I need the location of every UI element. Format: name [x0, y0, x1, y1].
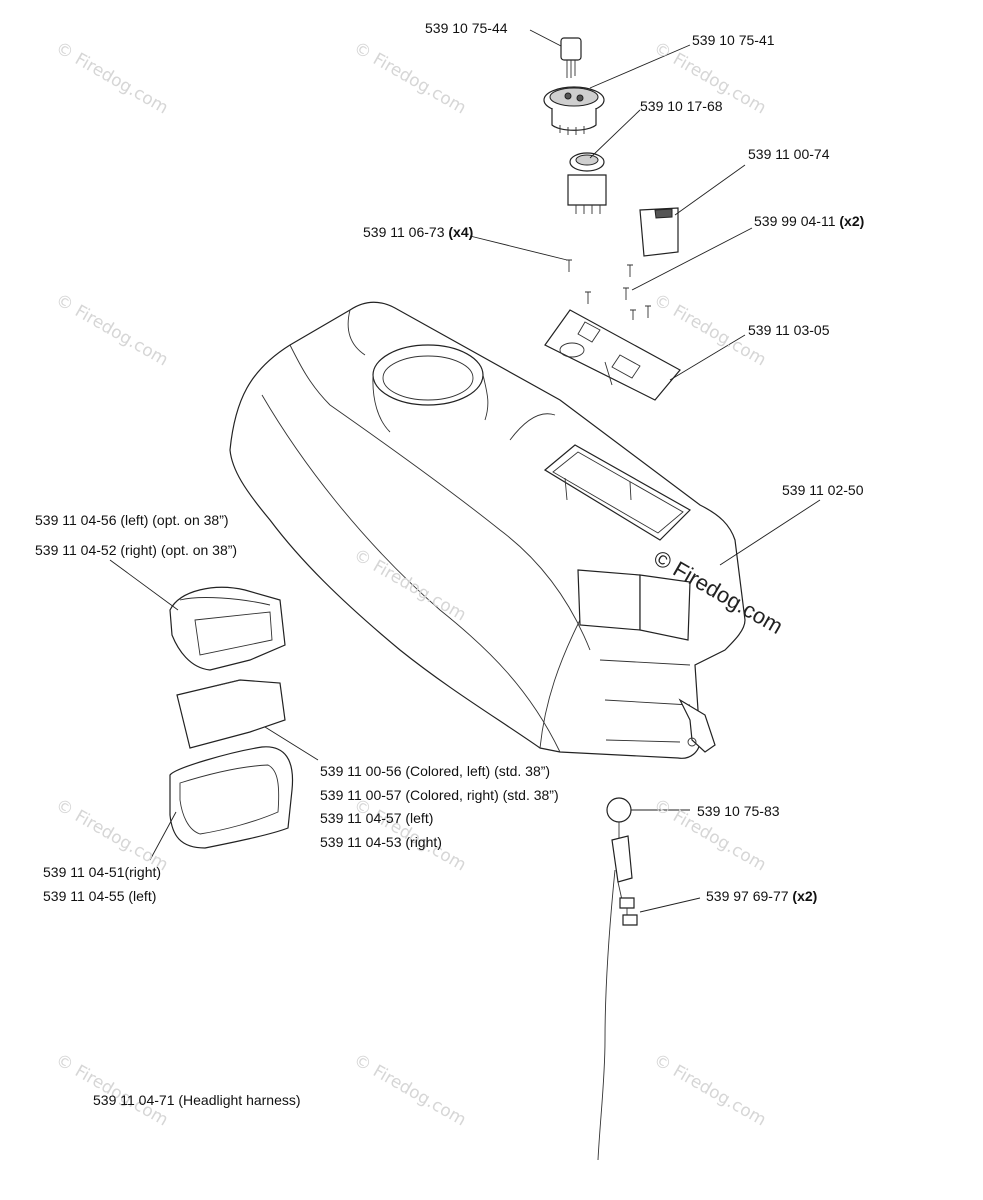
ignition-switch-part	[543, 86, 605, 135]
label-nut-x2-qty: (x2)	[792, 888, 818, 904]
label-key: 539 10 75-44	[425, 20, 508, 36]
hood-part	[229, 301, 746, 759]
label-headlight-opt-left: 539 11 04-56 (left) (opt. on 38”)	[35, 512, 229, 528]
label-hood: 539 11 02-50	[782, 482, 864, 498]
label-screw-x2-number: 539 99 04-11	[754, 213, 836, 229]
mount-plate-part	[544, 309, 681, 401]
label-harness: 539 11 04-71 (Headlight harness)	[93, 1092, 301, 1108]
label-screw-x4-number: 539 11 06-73	[363, 224, 445, 240]
label-switch-block: 539 11 00-74	[748, 146, 830, 162]
label-screw-x4: 539 11 06-73 (x4)	[363, 224, 473, 240]
switch-block-part	[639, 207, 679, 257]
bezel-part	[169, 746, 294, 849]
leader-lines	[109, 29, 821, 913]
headlight-housing-part	[169, 586, 286, 671]
knob-harness-part	[597, 797, 638, 1161]
lens-part	[176, 679, 286, 749]
label-nut-x2: 539 97 69-77 (x2)	[706, 888, 817, 904]
label-lens-line: 539 11 04-57 (left)	[320, 810, 434, 826]
label-screw-x4-qty: (x4)	[448, 224, 474, 240]
label-lens-line: 539 11 00-57 (Colored, right) (std. 38”)	[320, 787, 559, 803]
screws-part	[566, 259, 651, 320]
label-lens-line: 539 11 00-56 (Colored, left) (std. 38”)	[320, 763, 551, 779]
label-bezel-right: 539 11 04-51(right)	[43, 864, 162, 880]
label-mount-plate: 539 11 03-05	[748, 322, 830, 338]
label-screw-x2-qty: (x2)	[839, 213, 865, 229]
label-bezel-left: 539 11 04-55 (left)	[43, 888, 157, 904]
label-knob: 539 10 75-83	[697, 803, 780, 819]
label-lens-line: 539 11 04-53 (right)	[320, 834, 442, 850]
pto-switch-part	[567, 152, 607, 214]
label-headlight-opt-right: 539 11 04-52 (right) (opt. on 38”)	[35, 542, 238, 558]
key-part	[560, 37, 582, 78]
label-ignition-switch: 539 10 75-41	[692, 32, 775, 48]
label-pto-switch: 539 10 17-68	[640, 98, 723, 114]
label-screw-x2: 539 99 04-11 (x2)	[754, 213, 864, 229]
label-nut-x2-number: 539 97 69-77	[706, 888, 789, 904]
